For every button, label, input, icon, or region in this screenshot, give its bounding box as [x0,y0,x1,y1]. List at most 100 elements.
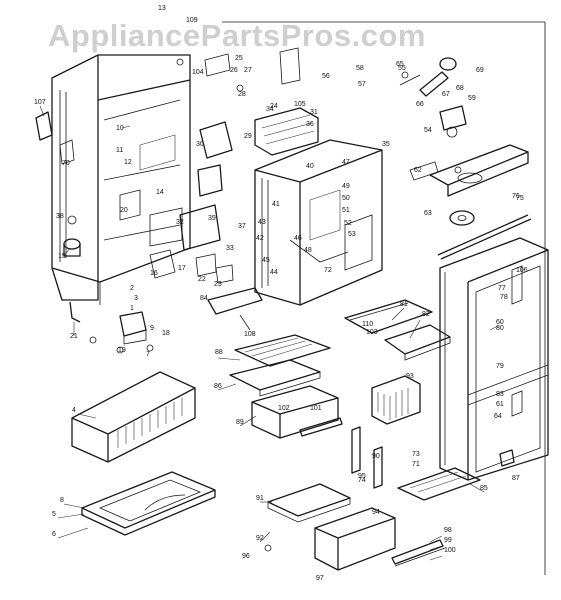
drain-pan[interactable] [81,471,216,536]
part-label: 35 [382,141,390,148]
drawer-slide[interactable] [299,417,343,437]
crisper-cover[interactable] [229,359,321,397]
door-assembly[interactable] [439,237,549,481]
ice-tray[interactable] [384,324,451,361]
cabinet-liner[interactable] [51,54,191,305]
fan-motor-assembly[interactable] [63,215,81,257]
part-label: 76 [512,193,520,200]
part-label: 20 [120,207,128,214]
part-label: 75 [516,195,524,202]
part-label: 38 [56,213,64,220]
part-label: 6 [52,531,56,538]
part-label: 82 [422,311,430,318]
part-label: 96 [242,553,250,560]
part-label: 41 [272,201,280,208]
part-label: 52 [344,220,352,227]
part-label: 54 [424,127,432,134]
part-label: 71 [412,461,420,468]
part-label: 88 [215,349,223,356]
part-label: 46 [294,235,302,242]
part-label: 1 [130,305,134,312]
part-label: 51 [342,207,350,214]
part-labels: 107 70 10 11 12 14 15 16 17 18 19 20 21 … [34,5,528,582]
part-label: 29 [244,133,252,140]
watermark-text: AppliancePartsPros.com [48,18,426,53]
part-label: 64 [494,413,502,420]
door-hinge[interactable] [499,449,515,467]
part-label: 104 [192,69,204,76]
part-label: 63 [424,210,432,217]
part-label: 78 [500,294,508,301]
kick-grille[interactable] [71,371,196,463]
part-label: 15 [58,253,66,260]
part-label: 18 [162,330,170,337]
compressor-unit[interactable] [119,311,147,345]
part-label: 109 [186,17,198,24]
part-label: 56 [322,73,330,80]
part-label: 3 [134,295,138,302]
door-gasket[interactable] [511,265,523,417]
part-label: 8 [60,497,64,504]
part-label: 36 [306,121,314,128]
glide-rail[interactable] [437,214,532,260]
part-label: 94 [372,509,380,516]
part-label: 87 [512,475,520,482]
fan-blade[interactable] [449,210,475,226]
part-label: 2 [130,285,134,292]
part-label: 92 [256,535,264,542]
frame-line [222,21,546,575]
part-label: 80 [496,325,504,332]
screws [89,58,462,552]
part-label: 107 [34,99,46,106]
part-label: 26 [230,67,238,74]
part-label: 48 [304,247,312,254]
thermostat-knob[interactable] [399,57,457,97]
evaporator-cover[interactable] [254,107,319,156]
freezer-shelf[interactable] [344,299,433,334]
part-label: 105 [294,101,306,108]
part-label: 4 [72,407,76,414]
part-label: 102 [278,405,290,412]
part-label: 16 [150,270,158,277]
part-label: 30 [196,141,204,148]
part-label: 68 [456,85,464,92]
part-label: 22 [198,276,206,283]
hinge-bracket[interactable] [35,111,75,165]
shelf-support[interactable] [351,426,383,489]
part-label: 89 [236,419,244,426]
part-label: 24 [270,103,278,110]
door-basket[interactable] [371,375,421,425]
part-label: 62 [414,167,422,174]
lower-shelf[interactable] [267,483,351,523]
part-label: 37 [238,223,246,230]
part-label: 93 [406,373,414,380]
part-label: 60 [496,319,504,326]
control-switch[interactable] [439,105,467,138]
meat-keeper-cover[interactable] [397,467,481,501]
part-label: 9 [150,325,154,332]
part-label: 57 [358,81,366,88]
shelf-frame[interactable] [234,334,331,367]
part-label: 83 [496,391,504,398]
mounting-rail[interactable] [207,287,263,331]
part-label: 67 [442,91,450,98]
freezer-liner[interactable] [254,139,383,306]
control-housing[interactable] [149,47,301,284]
part-label: 17 [178,265,186,272]
part-label: 70 [62,160,70,167]
crisper-drawer[interactable] [251,385,339,439]
part-label: 110 [362,321,373,328]
part-label: 50 [342,195,350,202]
louver-control[interactable] [409,144,529,197]
part-label: 69 [476,67,484,74]
lower-drawer[interactable] [314,507,396,571]
drawer-track[interactable] [391,539,446,567]
part-label: 101 [310,405,322,412]
drain-tube[interactable] [69,301,81,323]
part-label: 28 [238,91,246,98]
part-label: 40 [306,163,314,170]
part-label: 99 [444,537,452,544]
part-label: 72 [324,267,332,274]
part-label: 19 [118,347,126,354]
part-label: 14 [156,189,164,196]
